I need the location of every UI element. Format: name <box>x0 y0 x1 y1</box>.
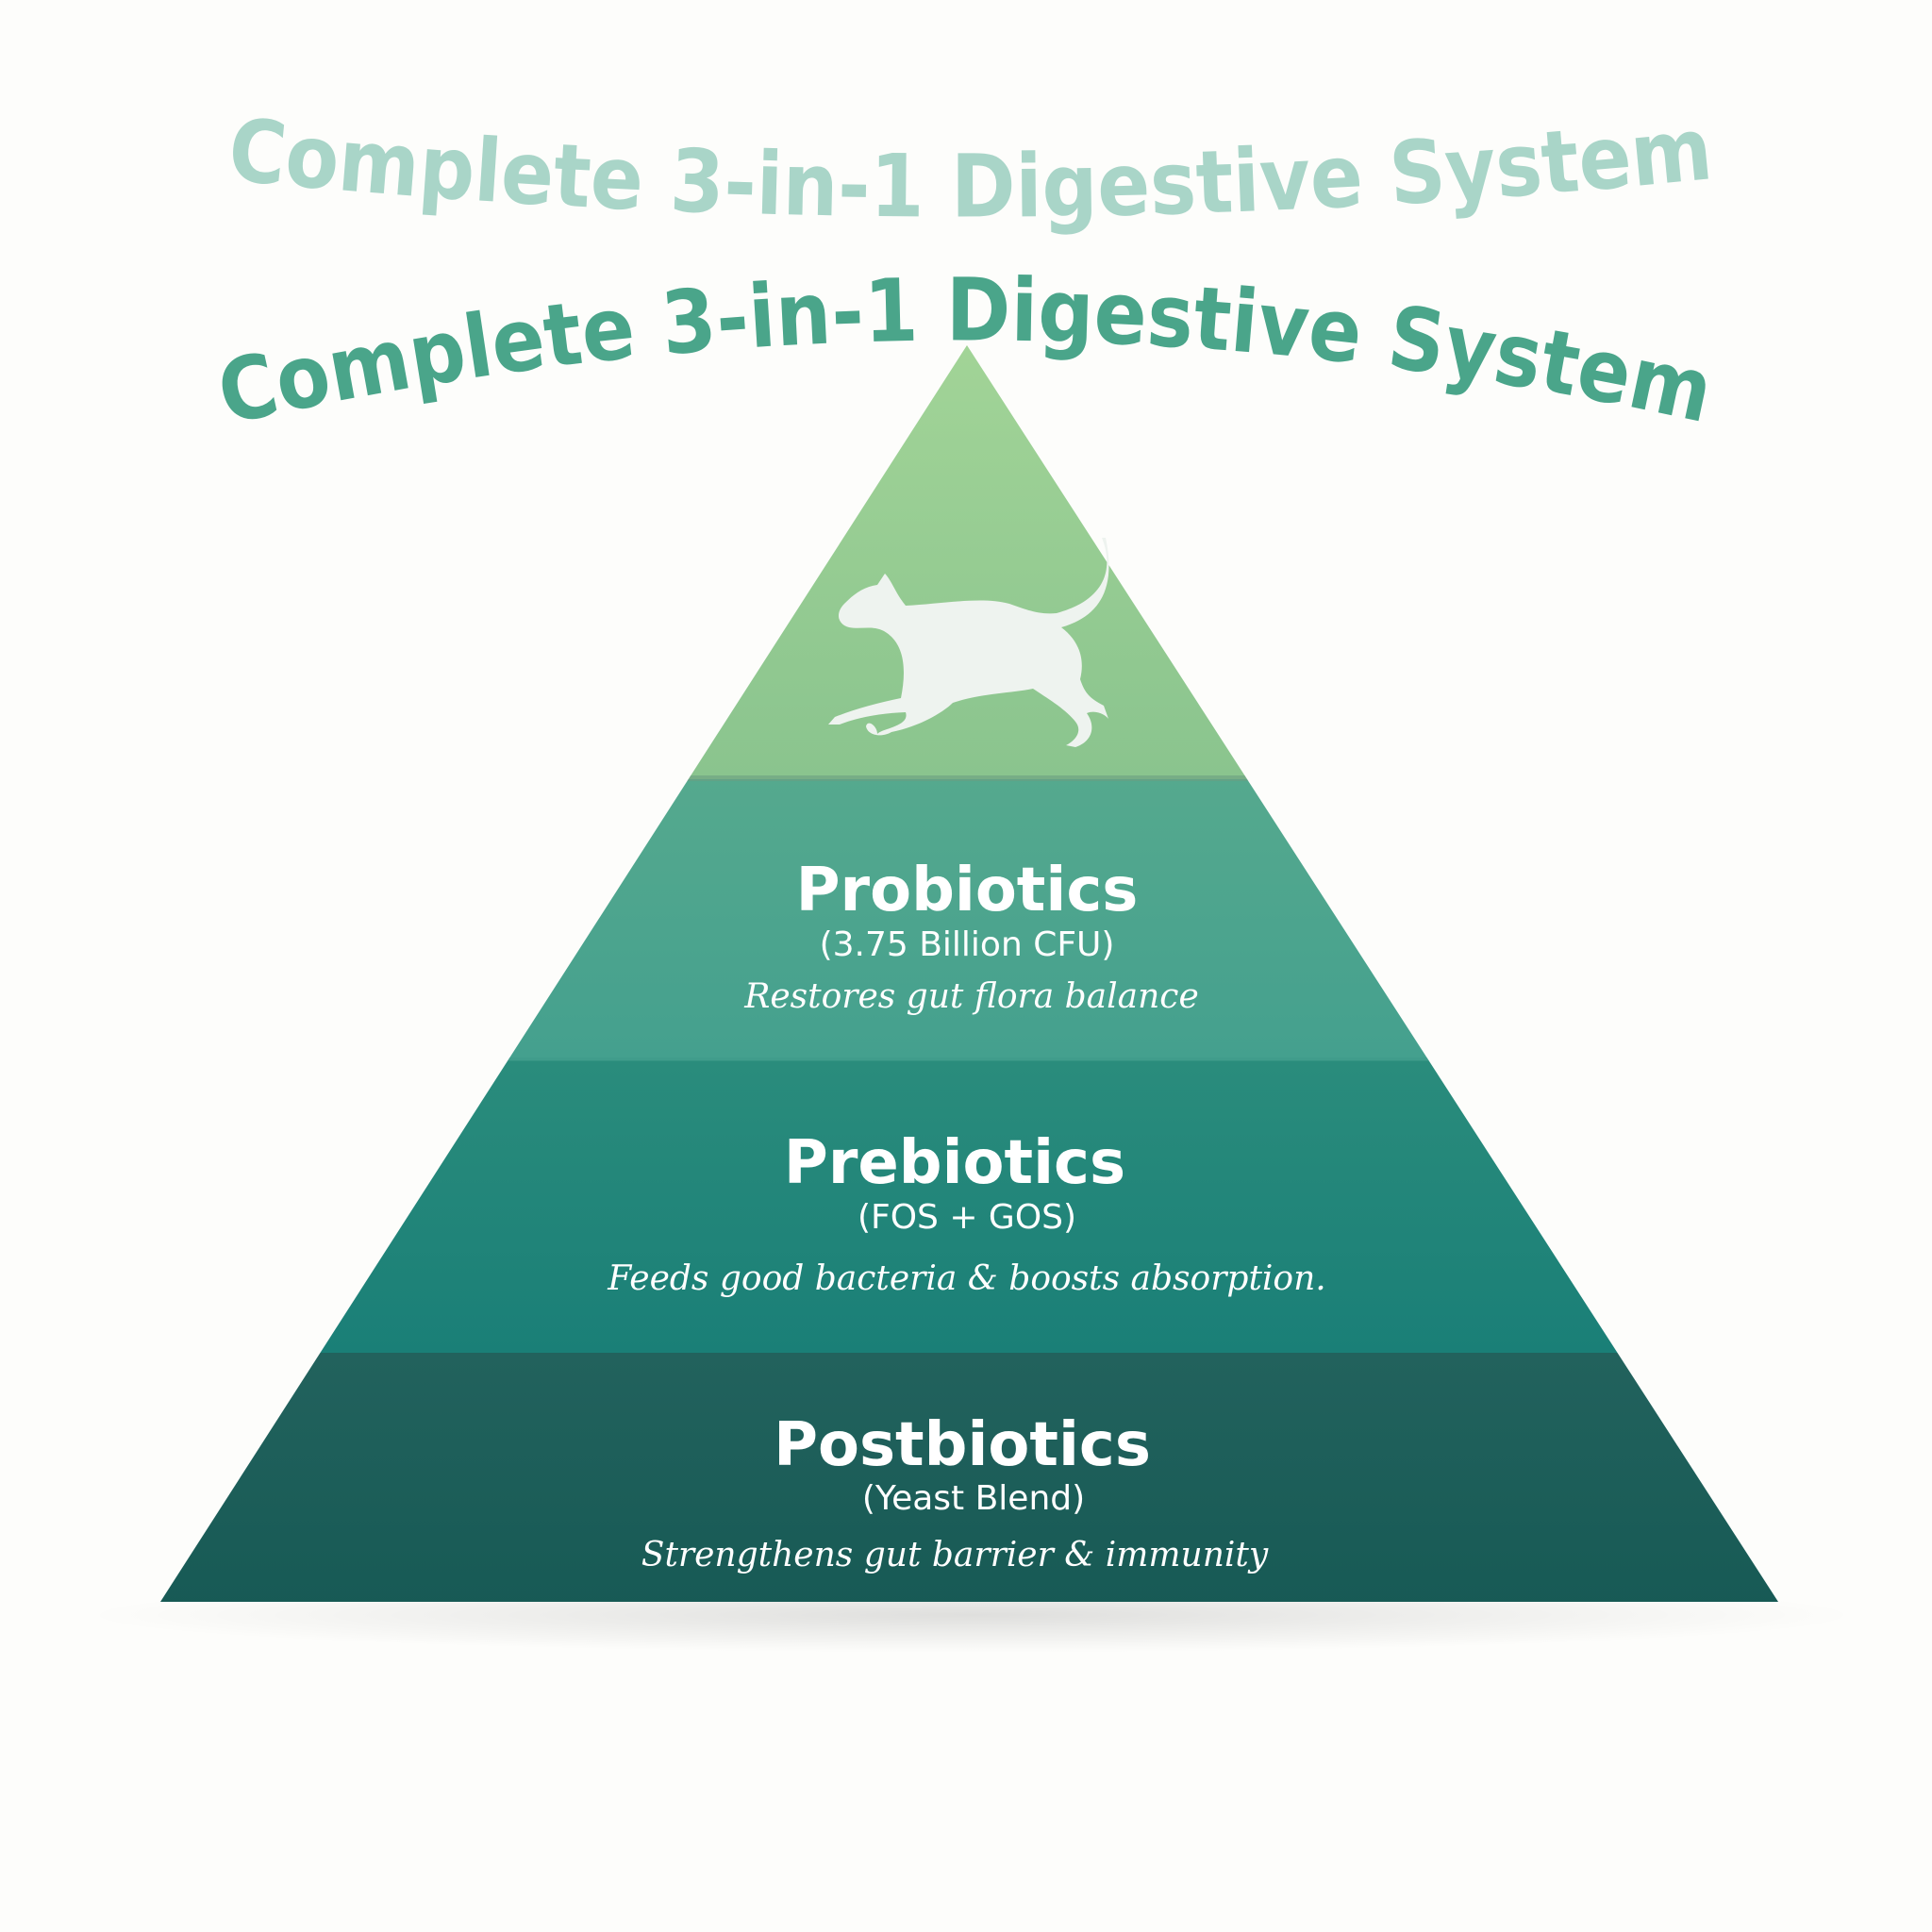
layer-detail: (FOS + GOS) <box>858 1198 1076 1237</box>
tier-postbiotics <box>160 1353 1778 1602</box>
layer-name: Postbiotics <box>774 1410 1151 1480</box>
layer-postbiotics: Postbiotics (Yeast Blend) Strengthens gu… <box>641 1410 1269 1574</box>
layer-name: Probiotics <box>796 856 1139 925</box>
layer-detail: (3.75 Billion CFU) <box>820 925 1115 964</box>
running-dog-icon <box>828 538 1109 747</box>
title-reflection: Complete 3-in-1 Digestive System <box>225 98 1717 237</box>
layer-description: Restores gut flora balance <box>743 977 1199 1016</box>
layer-description: Strengthens gut barrier & immunity <box>641 1536 1269 1574</box>
layer-prebiotics: Prebiotics (FOS + GOS) Feeds good bacter… <box>607 1128 1325 1298</box>
layer-description: Feeds good bacteria & boosts absorption. <box>607 1259 1325 1298</box>
layer-detail: (Yeast Blend) <box>862 1479 1085 1518</box>
layer-name: Prebiotics <box>784 1128 1125 1198</box>
layer-probiotics: Probiotics (3.75 Billion CFU) Restores g… <box>743 856 1199 1016</box>
